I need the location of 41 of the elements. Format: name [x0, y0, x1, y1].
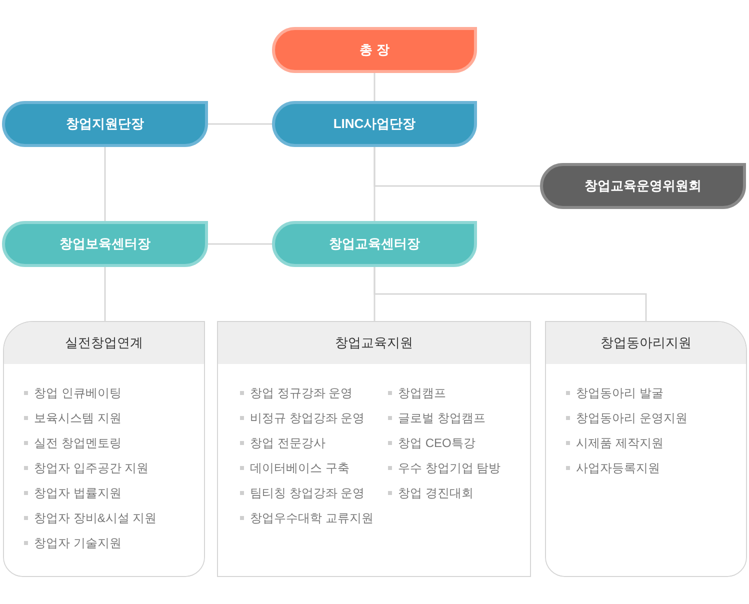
position-box: 창업보육센터장: [2, 221, 208, 267]
list-item: 창업 경진대회: [388, 485, 474, 501]
position-box: 총 장: [272, 27, 477, 73]
position-box: 창업지원단장: [2, 101, 208, 147]
category-panel: [217, 321, 531, 577]
panel-header: 창업동아리지원: [546, 322, 746, 364]
connector-line: [208, 123, 272, 125]
panel-header: 실전창업연계: [4, 322, 204, 364]
connector-line: [104, 147, 106, 221]
list-item: 우수 창업기업 탐방: [388, 460, 501, 476]
list-item: 창업캠프: [388, 385, 446, 401]
committee-box: 창업교육운영위원회: [540, 163, 746, 209]
list-item: 창업 전문강사: [240, 435, 326, 451]
panel-header: 창업교육지원: [218, 322, 530, 364]
list-item: 창업 정규강좌 운영: [240, 385, 353, 401]
connector-line: [104, 267, 106, 321]
connector-line: [374, 267, 647, 321]
list-item: 창업자 법률지원: [24, 485, 122, 501]
category-panel: [545, 321, 747, 577]
list-item: 창업동아리 운영지원: [566, 410, 688, 426]
list-item: 사업자등록지원: [566, 460, 660, 476]
list-item: 창업 인큐베이팅: [24, 385, 122, 401]
list-item: 시제품 제작지원: [566, 435, 664, 451]
list-item: 창업자 장비&시설 지원: [24, 510, 157, 526]
list-item: 글로벌 창업캠프: [388, 410, 486, 426]
position-box: LINC사업단장: [272, 101, 477, 147]
connector-line: [208, 243, 272, 245]
connector-line: [374, 147, 540, 187]
position-box: 창업교육센터장: [272, 221, 477, 267]
list-item: 실전 창업멘토링: [24, 435, 122, 451]
list-item: 창업 CEO특강: [388, 435, 476, 451]
list-item: 창업자 기술지원: [24, 535, 122, 551]
list-item: 팀티칭 창업강좌 운영: [240, 485, 365, 501]
list-item: 보육시스템 지원: [24, 410, 122, 426]
list-item: 데이터베이스 구축: [240, 460, 350, 476]
category-panel: [3, 321, 205, 577]
list-item: 비정규 창업강좌 운영: [240, 410, 365, 426]
list-item: 창업자 입주공간 지원: [24, 460, 149, 476]
list-item: 창업동아리 발굴: [566, 385, 664, 401]
list-item: 창업우수대학 교류지원: [240, 510, 374, 526]
connector-line: [374, 73, 376, 101]
